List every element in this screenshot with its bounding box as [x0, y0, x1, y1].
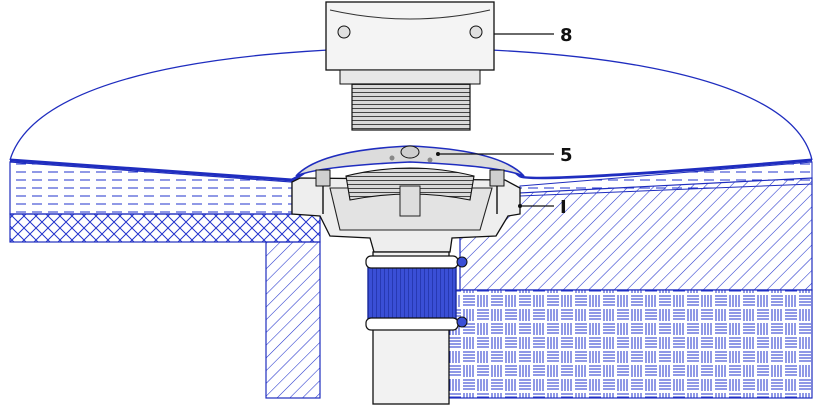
- pipe-clamp: [365, 255, 468, 331]
- bolt-icon: [315, 169, 331, 214]
- center-nut-icon: [389, 145, 433, 163]
- insulation-layer-left: [9, 213, 321, 243]
- bolt-icon: [489, 169, 505, 214]
- callout-label-8: 8: [560, 25, 573, 46]
- callout-label-1: I: [560, 197, 567, 218]
- drain-stem: [399, 185, 421, 217]
- callout-label-5: 5: [560, 145, 573, 166]
- concrete-wall: [265, 241, 321, 399]
- masonry-block: [445, 289, 813, 399]
- drain-thread-collar: [345, 167, 475, 201]
- grate-cap-assembly: [325, 1, 495, 131]
